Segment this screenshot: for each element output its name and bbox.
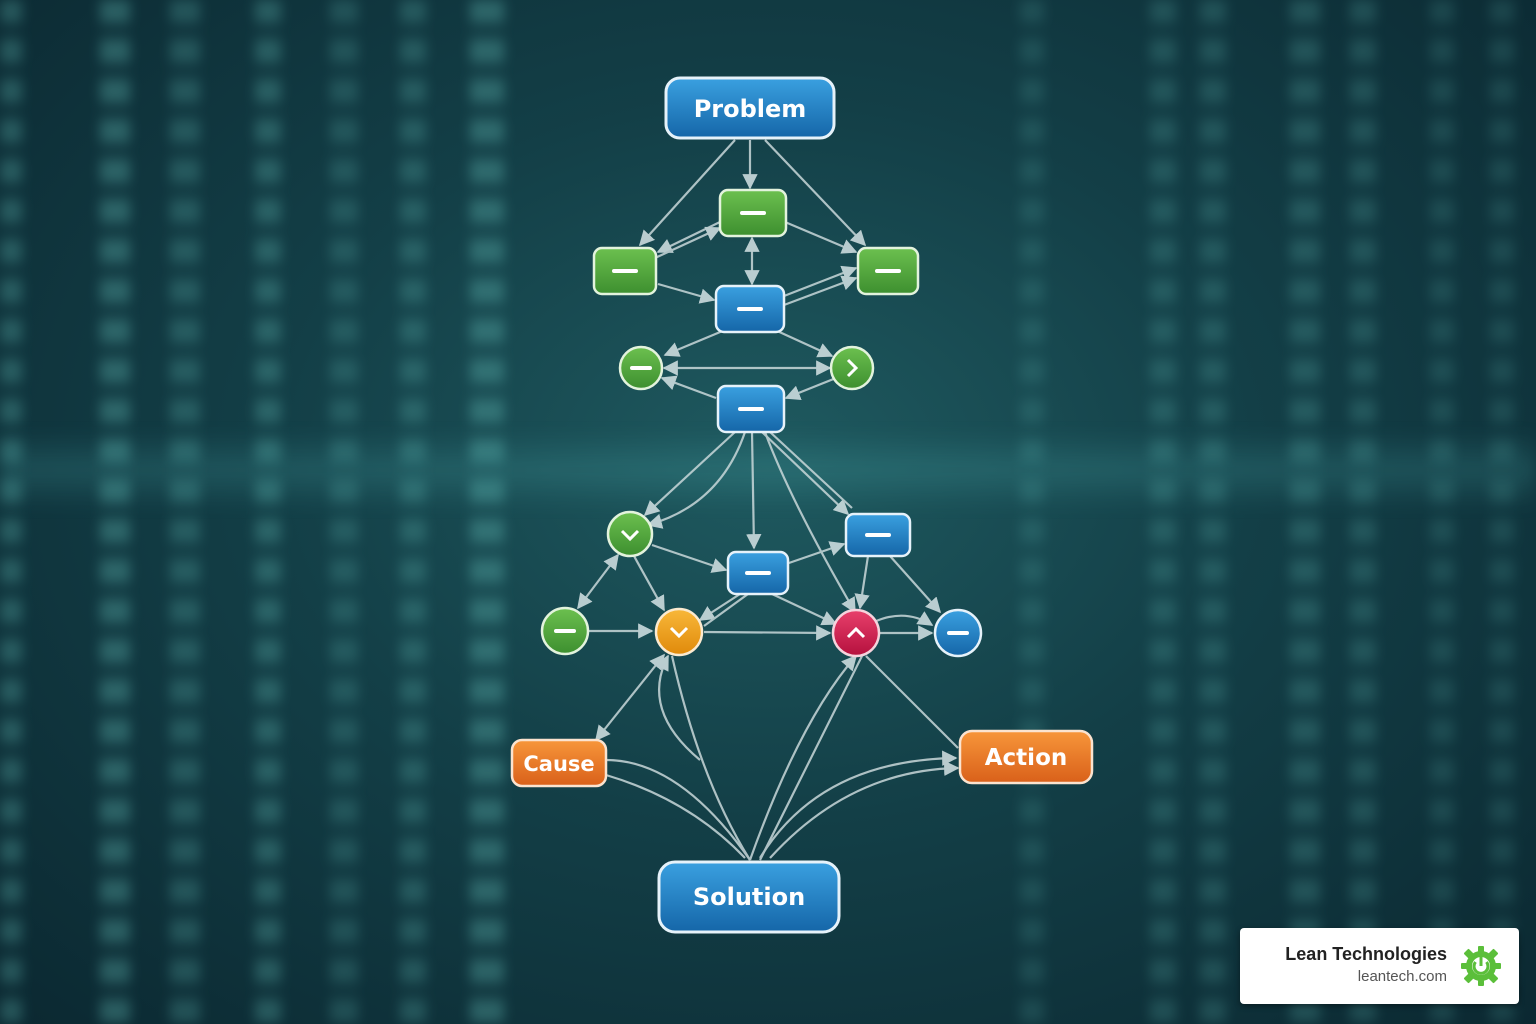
edge-b2-b4 [761,431,850,516]
dash-icon [554,629,576,633]
edge-solution-c5 [670,655,751,861]
edge-r1-c6b [873,611,934,626]
node-blue-4[interactable] [844,512,912,558]
action-label: Action [985,745,1068,771]
dash-icon [875,269,901,273]
dash-icon [745,571,771,575]
edge-solution-action-b [769,760,960,859]
edge-problem-g2 [638,139,736,247]
edge-g1-g2 [656,221,721,253]
solution-label: Solution [693,883,805,911]
edge-curve-c5 [654,654,701,761]
node-blue-3[interactable] [726,550,790,596]
edge-c3-b3 [651,543,728,573]
node-circle-green-1[interactable] [618,345,664,391]
brand-name: Lean Technologies [1285,944,1447,964]
node-action[interactable]: Action [958,729,1094,785]
node-green-top[interactable] [718,188,788,238]
node-circle-red[interactable] [831,608,881,658]
connectors [577,139,960,861]
edge-b2-r1 [763,431,856,614]
edge-b3-r1 [771,593,838,626]
edge-b1-g3b [783,275,858,307]
edge-c3-c5 [633,555,665,612]
cause-label: Cause [523,752,594,776]
dash-icon [738,407,764,411]
gear-power-icon [1461,946,1501,986]
dash-icon [740,211,766,215]
edge-b4-c6 [889,555,942,614]
node-solution[interactable]: Solution [657,860,841,934]
node-green-left[interactable] [592,246,658,296]
node-circle-amber[interactable] [654,607,704,657]
edge-cause-solution [605,758,751,861]
edge-cause-c5 [595,653,665,742]
edge-b1-g3 [783,265,858,298]
edge-solution-r1b [759,655,863,861]
edge-b1-c1 [663,328,726,357]
dash-icon [737,307,763,311]
edge-b3-c5 [698,593,741,621]
brand-url: leantech.com [1357,968,1447,985]
edge-b2-c3 [643,431,736,517]
chevron-down-icon [620,529,640,542]
edge-g2-b1 [657,282,716,304]
edge-solution-r1 [748,654,858,861]
edge-b4-r1 [854,555,870,610]
node-blue-2[interactable] [716,384,786,434]
node-circle-blue[interactable] [933,608,983,658]
node-circle-green-4[interactable] [540,606,590,656]
edge-g1-g3 [784,220,858,254]
edge-b2-c3b [646,431,747,529]
node-problem[interactable]: Problem [664,76,836,140]
node-blue-1[interactable] [714,284,786,334]
edge-problem-g3 [764,139,867,247]
brand-card[interactable]: Lean Technologies leantech.com [1240,928,1519,1004]
edge-cause-solution-b [605,773,746,859]
problem-label: Problem [694,95,807,123]
chevron-down-icon [669,626,689,639]
chevron-right-icon [846,358,859,378]
edge-c1-b2 [660,375,717,400]
edge-action-r1 [865,655,959,749]
edge-b3-b4 [785,541,846,566]
edge-b1-c2 [774,328,834,358]
dash-icon [612,269,638,273]
node-cause[interactable]: Cause [510,738,608,788]
edge-c3-c4 [577,553,619,610]
dash-icon [947,631,969,635]
edge-c5-r1 [703,625,832,641]
dash-icon [630,366,652,370]
dash-icon [865,533,891,537]
edge-c2-b2 [784,376,837,401]
node-circle-green-3[interactable] [606,510,654,558]
node-circle-green-2[interactable] [829,345,875,391]
node-green-right[interactable] [856,246,920,296]
chevron-up-icon [846,626,866,639]
edge-b3-c5b [703,593,749,627]
edge-g2-g1 [654,226,722,259]
edge-b2-b4b [769,431,853,509]
edge-b2-b3 [746,431,762,550]
edge-solution-action [759,750,958,859]
